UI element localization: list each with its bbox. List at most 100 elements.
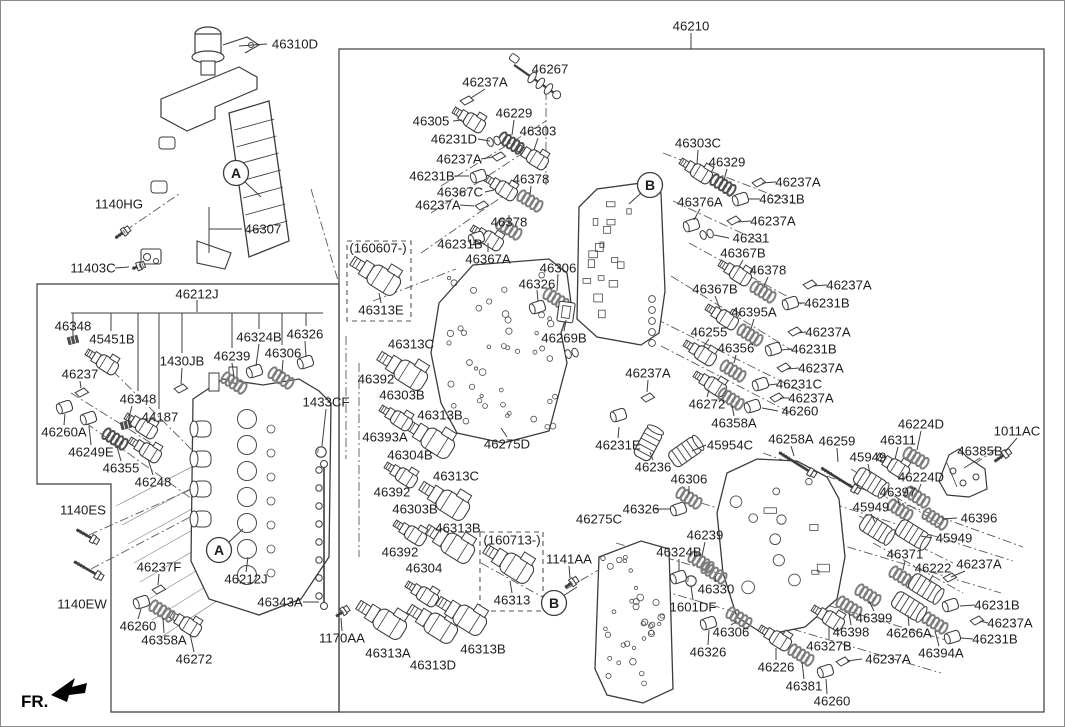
part-label-46396: 46396 [961, 511, 998, 526]
part-label-46224D: 46224D [898, 470, 944, 485]
part-label-46231B: 46231B [791, 342, 837, 357]
part-label-46303B: 46303B [392, 502, 438, 517]
part-ring-set [486, 135, 501, 147]
part-label-46343A: 46343A [257, 595, 303, 610]
leader-line [950, 570, 966, 578]
part-spring [921, 611, 949, 635]
leader-line [228, 528, 244, 543]
construction-line [70, 392, 152, 444]
part-label-46231B: 46231B [974, 598, 1020, 613]
part-roll-pin [942, 572, 958, 583]
leader-line [730, 620, 738, 626]
part-label-46237A: 46237A [462, 75, 508, 90]
leader-line [649, 451, 654, 461]
part-label-46248: 46248 [135, 475, 172, 490]
leader-line [563, 319, 567, 332]
part-label-46313B: 46313B [417, 408, 463, 423]
part-label-46266A: 46266A [886, 626, 932, 641]
part-clip [119, 419, 133, 431]
leader-line [846, 658, 863, 662]
part-spring [495, 217, 523, 241]
leader-line [691, 444, 707, 452]
part-label-46358A: 46358A [141, 633, 187, 648]
leader-line [1004, 437, 1018, 453]
part-piston [891, 591, 928, 623]
part-label-46313E: 46313E [358, 303, 404, 318]
part-label-46306: 46306 [265, 346, 302, 361]
part-label-46358A: 46358A [711, 416, 757, 431]
part-label-46313A: 46313A [365, 646, 411, 661]
leader-line [733, 354, 737, 364]
part-label-46310D: 46310D [272, 37, 318, 52]
part-solenoid-valve [404, 580, 441, 608]
part-label-1601DF: 1601DF [670, 600, 717, 615]
part-solenoid-valve [355, 599, 410, 640]
leader-line [556, 273, 559, 292]
part-label-46237: 46237 [62, 367, 99, 382]
part-label-46397: 46397 [880, 485, 917, 500]
construction-line [655, 318, 802, 392]
part-plug [469, 168, 488, 184]
part-roll-pin [726, 215, 742, 226]
part-roll-pin [151, 584, 167, 595]
construction-line [88, 476, 220, 536]
part-plug [528, 299, 547, 315]
part-label-1170AA: 1170AA [319, 631, 365, 646]
part-plug [245, 363, 264, 379]
construction-line [480, 562, 547, 600]
fr-direction-label: FR. [21, 692, 48, 711]
part-label-46258A: 46258A [768, 432, 814, 447]
part-label-46224D: 46224D [898, 417, 944, 432]
part-roll-pin [491, 151, 507, 162]
leader-line [979, 620, 989, 624]
part-valve-body-upper [576, 182, 666, 347]
construction-line [310, 188, 340, 285]
part-plug [699, 615, 718, 631]
part-label-46313B: 46313B [460, 642, 506, 657]
leader-line [750, 318, 755, 330]
leader-line [941, 517, 958, 520]
leader-line [568, 565, 571, 579]
leader-line [127, 405, 133, 422]
part-label-46355: 46355 [103, 461, 140, 476]
part-label-46381: 46381 [786, 679, 823, 694]
part-bracket [938, 448, 988, 498]
part-label-46306: 46306 [671, 472, 708, 487]
part-piston [895, 519, 932, 551]
date-range-box [346, 240, 412, 322]
part-spring [902, 446, 930, 470]
part-label-46212J: 46212J [224, 572, 267, 587]
part-ring-set [564, 347, 579, 359]
part-label-46313D: 46313D [410, 658, 456, 673]
leader-line [628, 192, 642, 205]
leader-line [79, 380, 82, 389]
part-spring [749, 280, 777, 304]
part-label-46231B: 46231B [972, 632, 1018, 647]
part-manual-valve [508, 53, 562, 100]
part-roll-pin [769, 392, 785, 403]
part-check-ball [315, 446, 327, 458]
leader-line [690, 585, 694, 601]
part-label-46222: 46222 [915, 561, 952, 576]
construction-line [420, 188, 514, 254]
part-plug [669, 501, 688, 517]
part-label-46237A: 46237A [798, 361, 844, 376]
part-label-46367C: 46367C [437, 185, 484, 200]
construction-line [872, 542, 964, 594]
part-label-46304: 46304 [406, 561, 443, 576]
leader-line [959, 604, 976, 607]
part-label-46305: 46305 [413, 114, 450, 129]
part-label-1140EW: 1140EW [57, 597, 107, 612]
part-label-46210: 46210 [673, 19, 710, 34]
leader-line [928, 574, 934, 583]
detail-circle-A [222, 159, 250, 187]
detail-circle-label-A: A [231, 165, 241, 181]
part-roll-pin [459, 95, 475, 106]
leader-line [500, 427, 508, 438]
part-bolt [778, 451, 818, 479]
leader-line [452, 119, 463, 122]
leader-line [714, 575, 717, 583]
leader-line [63, 413, 66, 426]
part-label-46367B: 46367B [720, 246, 766, 261]
part-solenoid-valve [678, 157, 715, 185]
